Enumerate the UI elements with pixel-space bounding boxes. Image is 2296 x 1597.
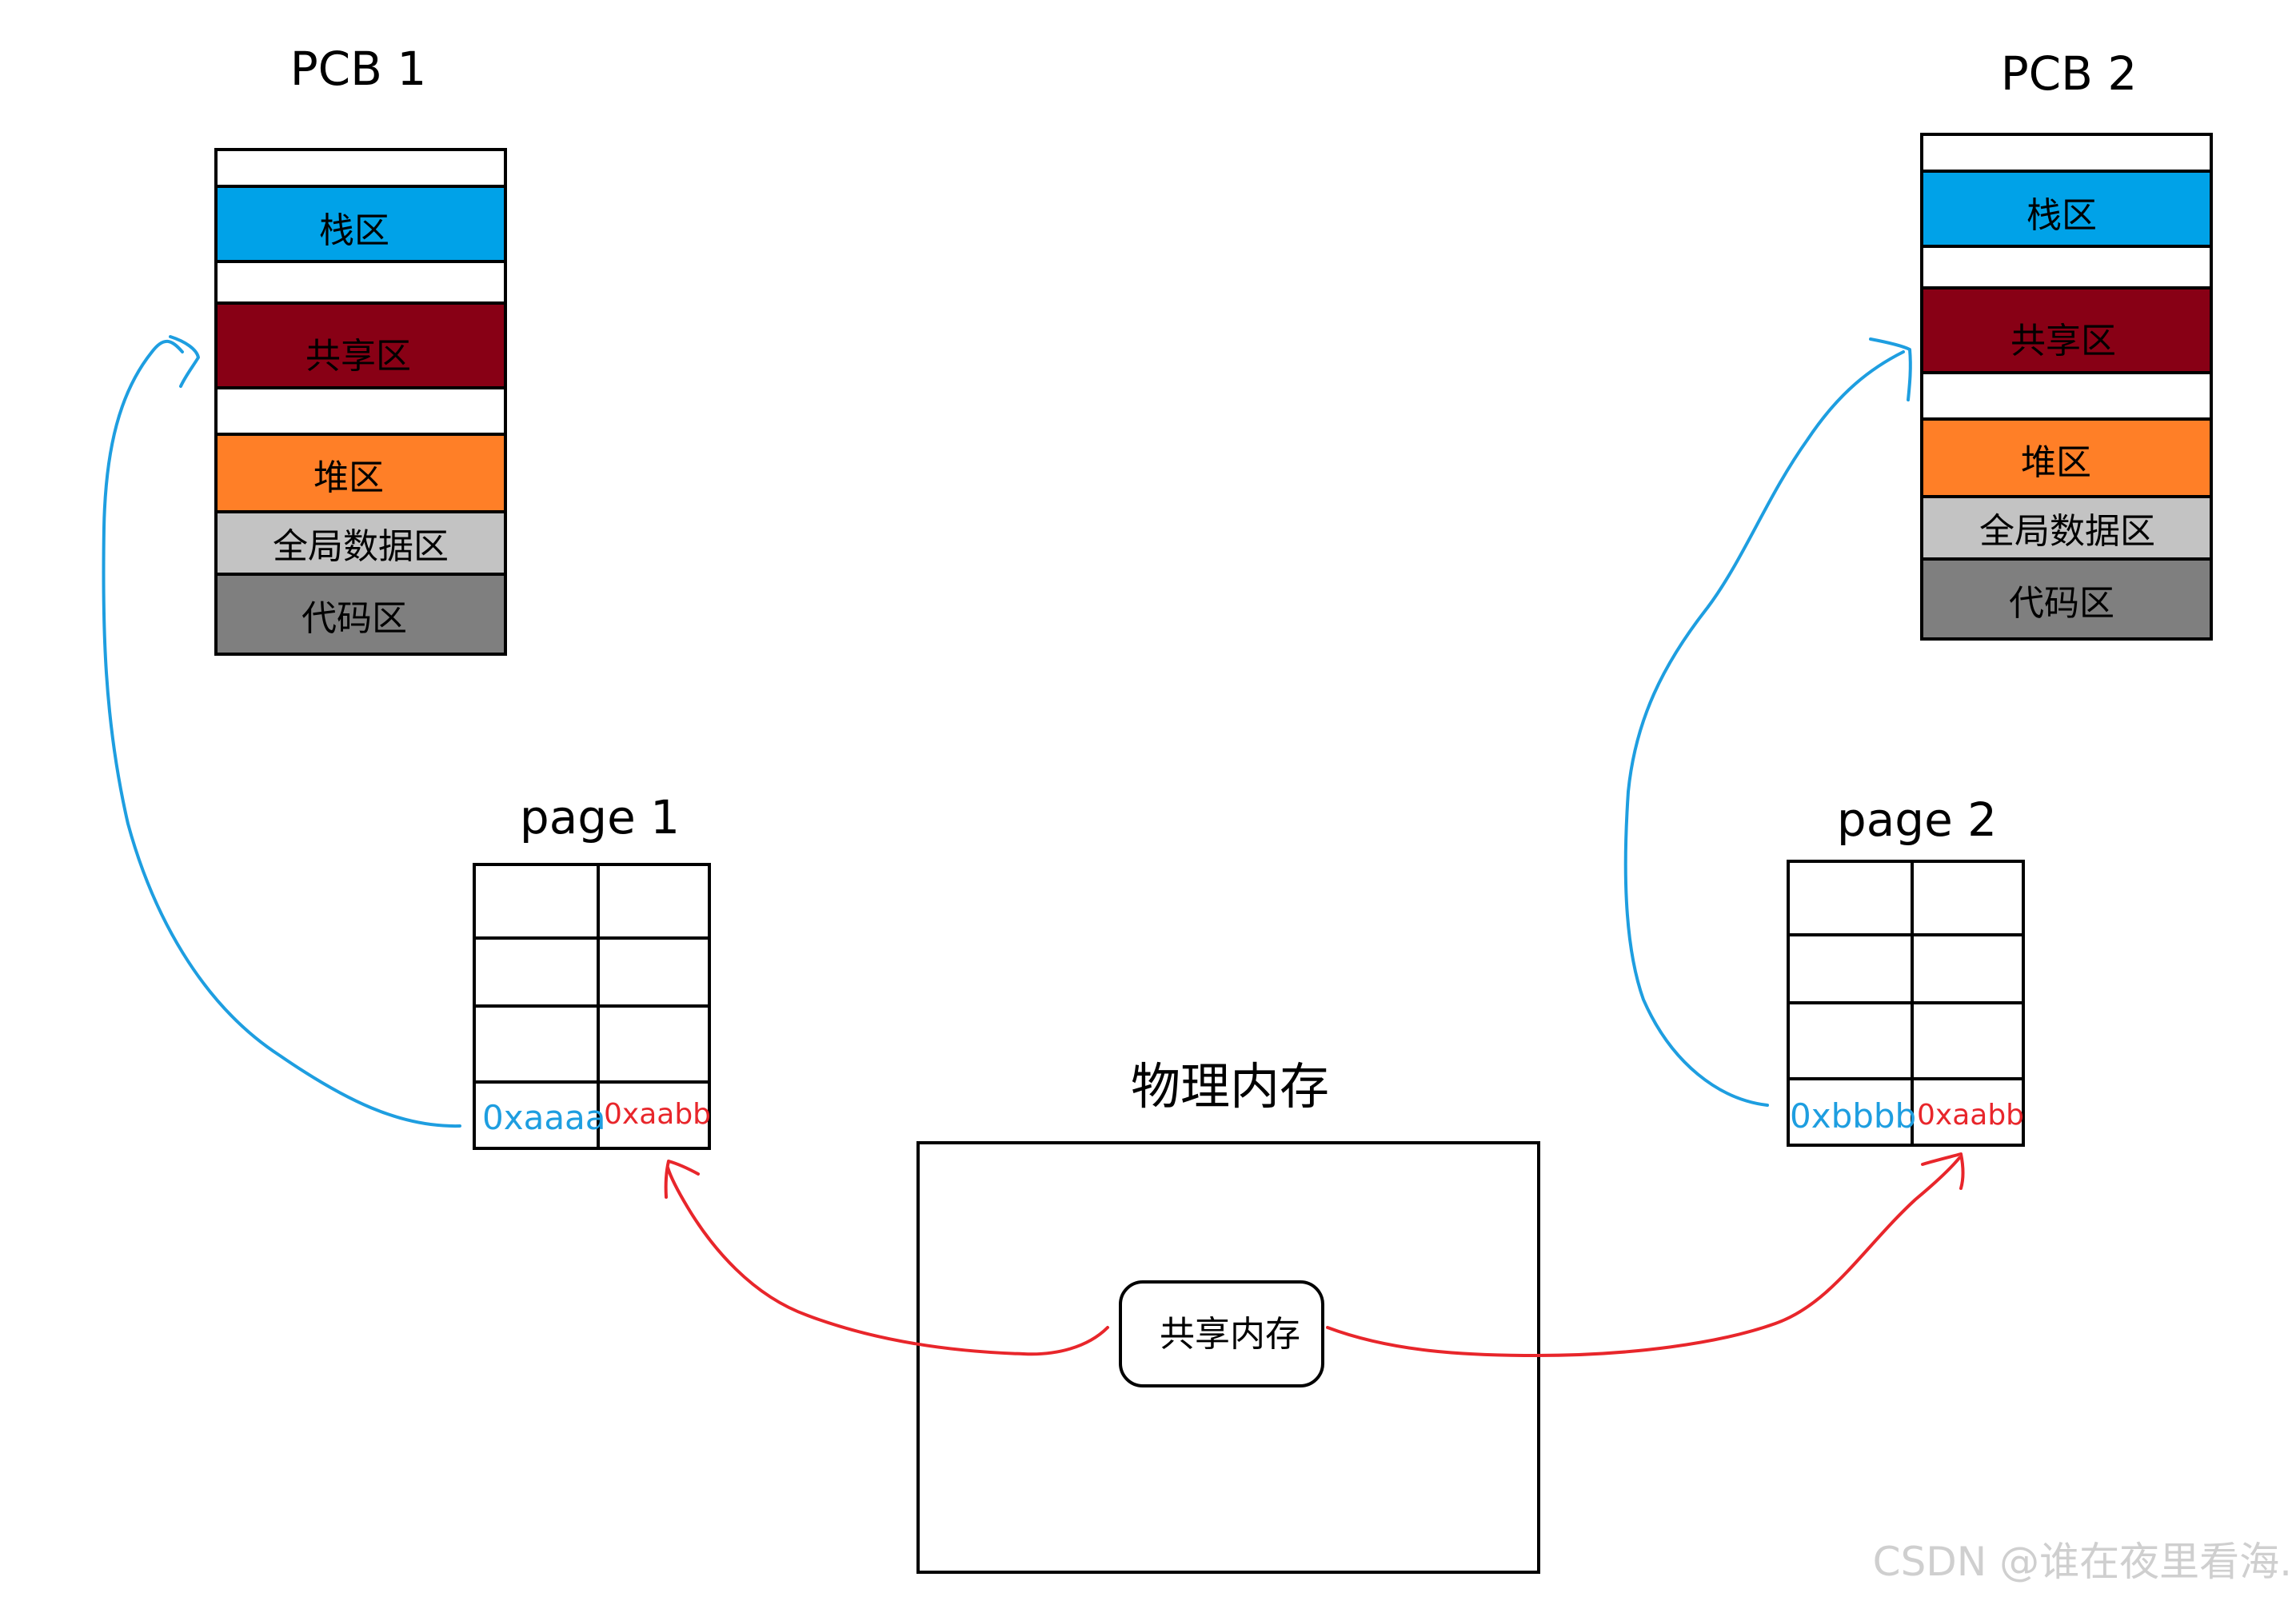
shared-memory-block (1119, 1280, 1324, 1387)
page2-title: page 2 (1837, 793, 1997, 847)
shared-memory-label: 共享内存 (1160, 1314, 1300, 1355)
pcb1-stack-segment (214, 185, 507, 263)
blue-arrow-page2-to-pcb2 (1623, 350, 1905, 1107)
blue-arrow-page1-to-pcb1 (102, 339, 461, 1128)
pcb1-shared-label: 共享区 (305, 336, 411, 377)
pcb1-stack-label: 栈区 (319, 210, 389, 251)
pcb2-stack-label: 栈区 (2026, 195, 2097, 236)
red-arrowhead-page2 (1921, 1152, 1965, 1190)
page1-virtual-address: 0xaaaa (482, 1098, 606, 1137)
blue-mapping-arrows (102, 335, 1912, 1128)
pcb1-code-segment (214, 573, 507, 656)
red-mapping-arrows (664, 1152, 1965, 1357)
pcb2-code-label: 代码区 (2009, 583, 2114, 624)
page2-virtual-address: 0xbbbb (1790, 1096, 1916, 1136)
pcb2-stack-segment (1920, 170, 2213, 248)
pcb2-shared-label: 共享区 (2010, 321, 2116, 361)
page1-physical-address: 0xaabb (604, 1098, 711, 1131)
pcb2-heap-segment (1920, 417, 2213, 498)
pcb1-blank-1 (214, 260, 507, 305)
page1-table: page 1 0xaaaa 0xaabb (473, 790, 711, 1150)
physical-memory: 物理内存 共享内存 (916, 1057, 1540, 1574)
red-arrow-shared-to-page2 (1326, 1156, 1961, 1357)
pcb2-code-segment (1920, 557, 2213, 641)
page2-physical-address: 0xaabb (1917, 1099, 2024, 1132)
pcb2-title: PCB 2 (2001, 46, 2138, 101)
red-arrowhead-page1 (664, 1160, 700, 1199)
pcb1-title: PCB 1 (290, 42, 427, 96)
pcb2: PCB 2 栈区 共享区 堆区 全局数据区 代码区 (1920, 46, 2213, 641)
red-arrow-shared-to-page1 (666, 1166, 1109, 1356)
pcb1-blank-2 (214, 386, 507, 436)
pcb2-blank-1 (1920, 245, 2213, 289)
pcb1-heap-label: 堆区 (313, 457, 384, 498)
page2-table: page 2 0xbbbb 0xaabb (1787, 793, 2025, 1147)
pcb1-blank-top (214, 148, 507, 188)
pcb1-global-segment (214, 510, 507, 576)
page1-title: page 1 (520, 790, 680, 844)
pcb1-shared-segment (214, 301, 507, 389)
blue-arrowhead-pcb1 (169, 335, 200, 388)
pcb2-heap-label: 堆区 (2021, 442, 2091, 483)
pcb1-global-label: 全局数据区 (273, 526, 449, 567)
pcb1-code-label: 代码区 (301, 598, 407, 639)
physical-memory-title: 物理内存 (1131, 1057, 1329, 1116)
csdn-watermark: CSDN @谁在夜里看海. (1873, 1539, 2292, 1585)
pcb2-blank-2 (1920, 371, 2213, 421)
blue-arrowhead-pcb2 (1869, 337, 1912, 401)
pcb1: PCB 1 栈区 共享区 堆区 全局数据区 代码区 (214, 42, 507, 656)
pcb2-global-label: 全局数据区 (1979, 511, 2155, 552)
pcb2-blank-top (1920, 133, 2213, 173)
